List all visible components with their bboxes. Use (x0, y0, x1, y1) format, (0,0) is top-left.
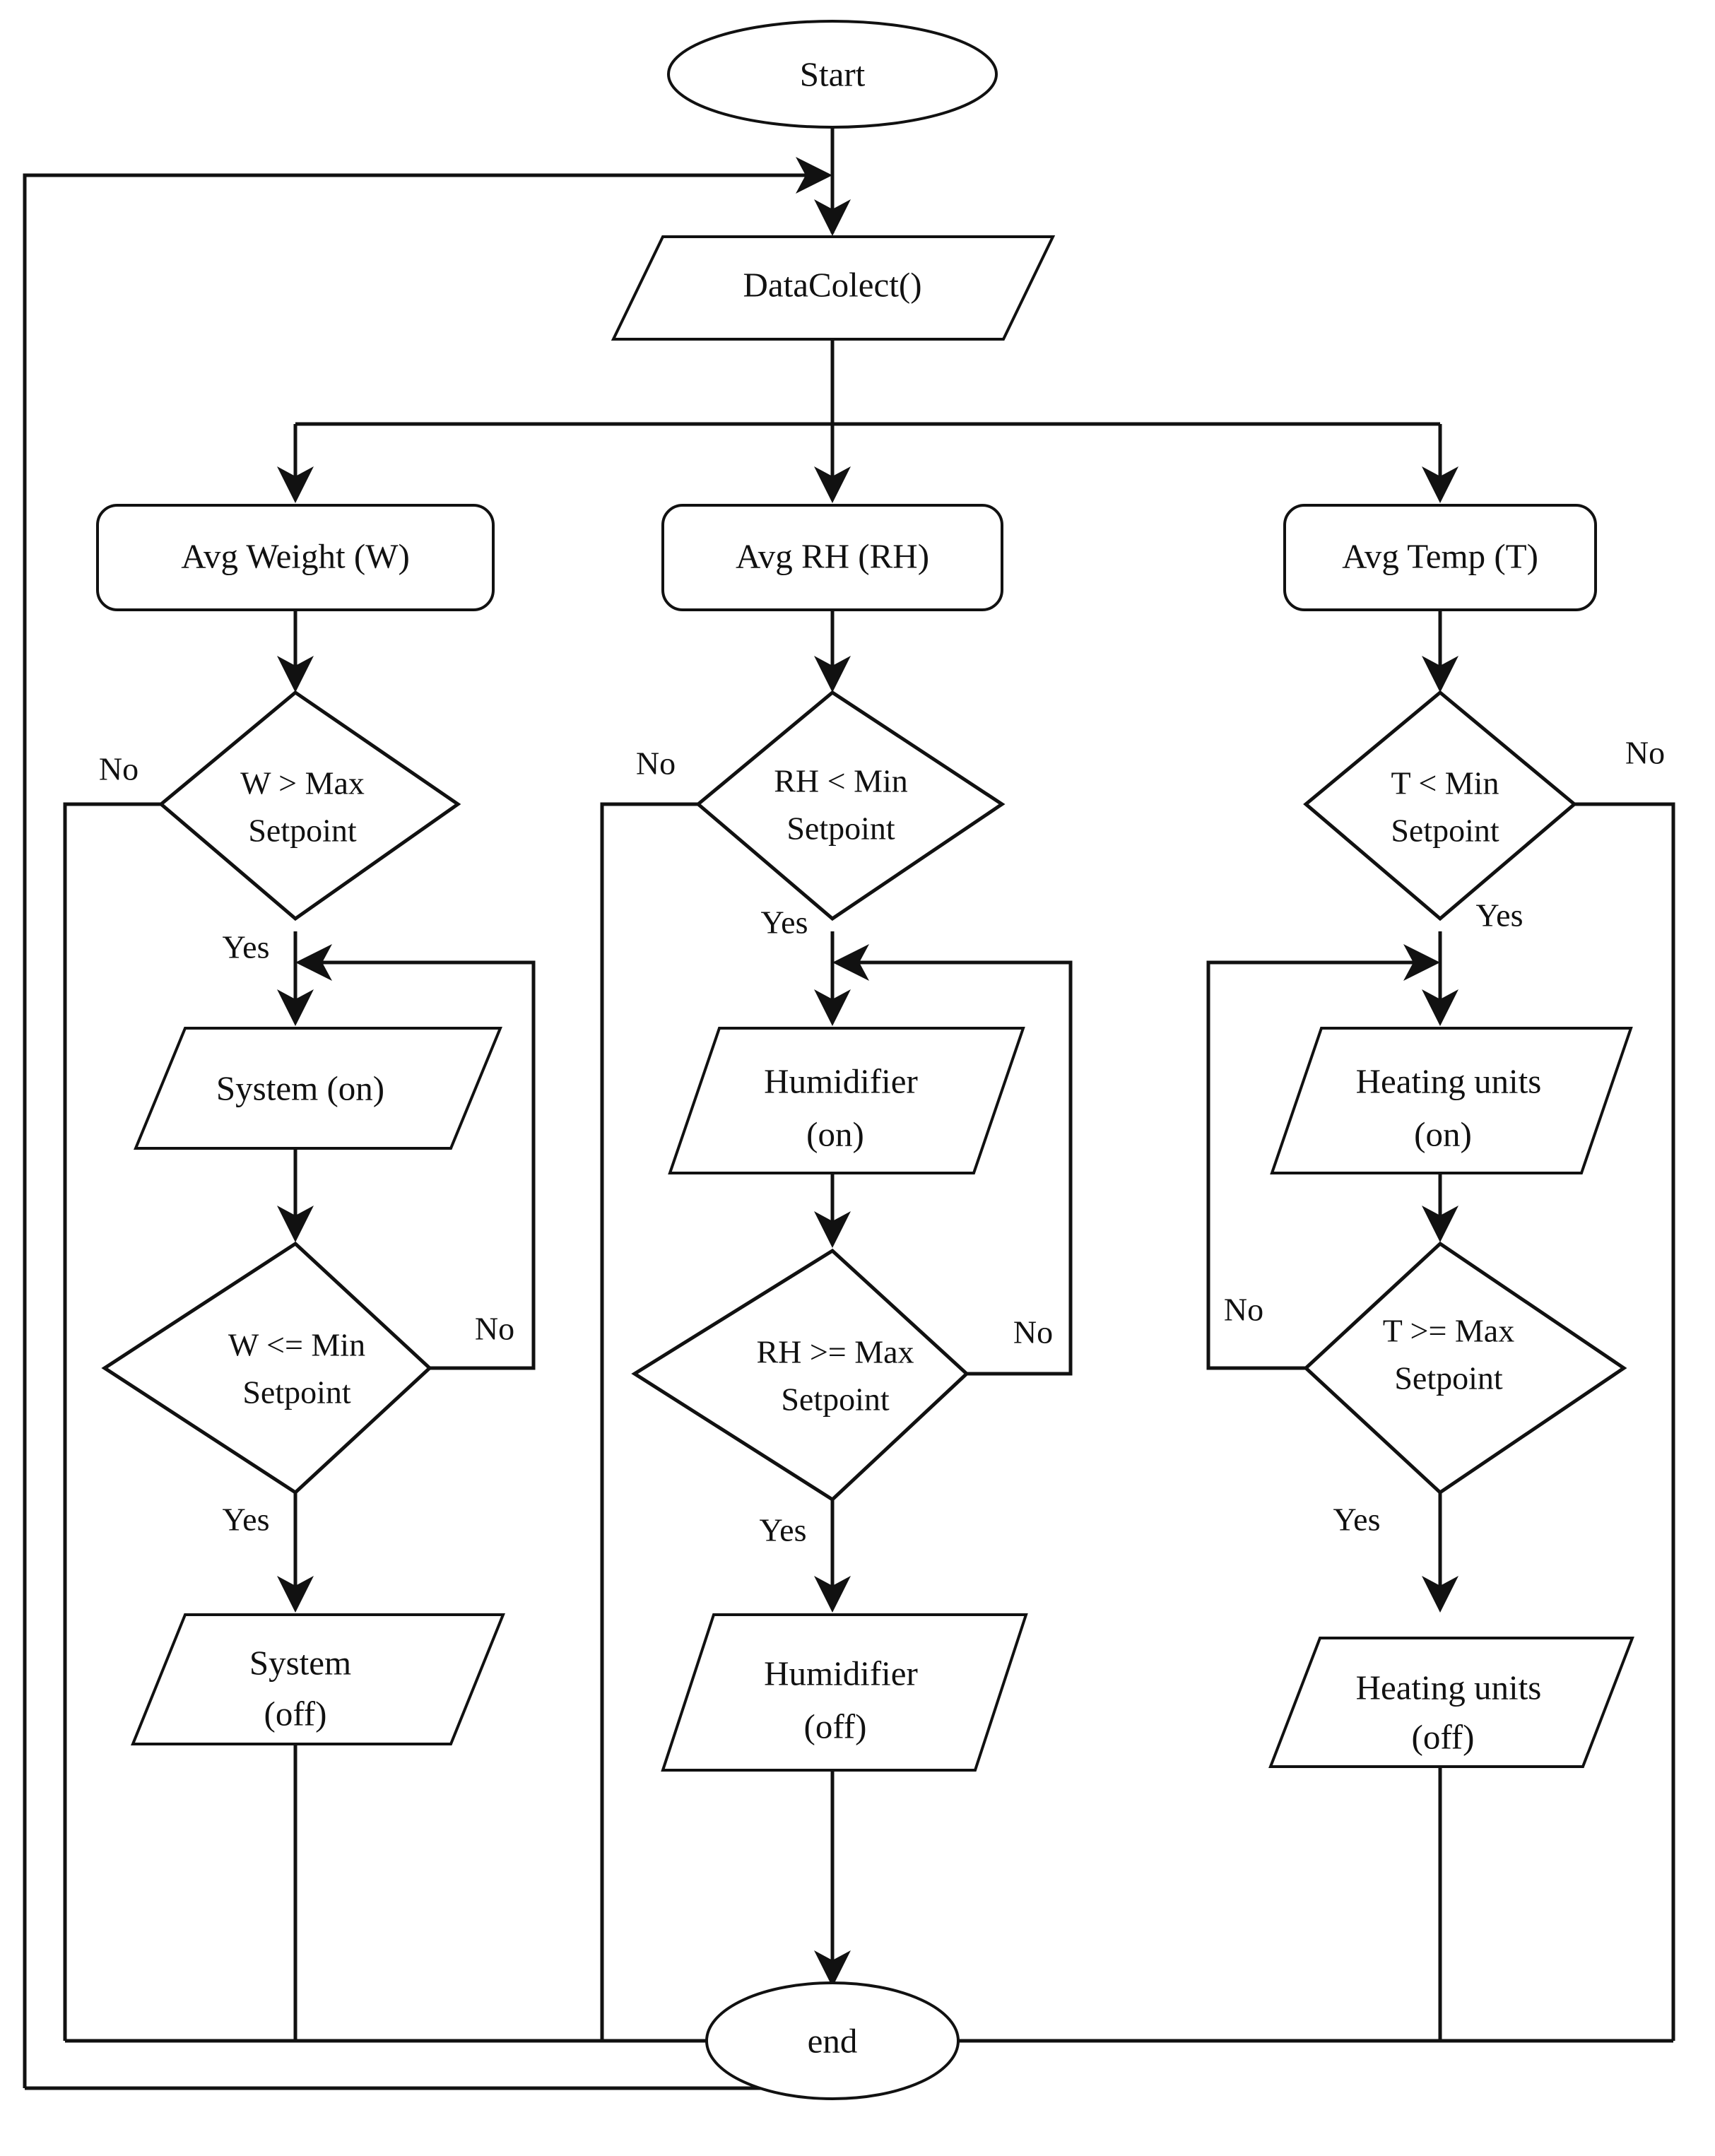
arrowhead-tgemax-no-loop (1403, 944, 1440, 981)
node-heating-off[interactable]: Heating units (off) (1268, 1637, 1634, 1768)
node-heating-on-line2: (on) (1414, 1114, 1472, 1153)
arrowhead-avgtemp-in (1422, 466, 1458, 503)
arrowhead-humidifieroff-in (814, 1576, 851, 1613)
edge-label-rh-ge-max-yes: Yes (760, 1512, 807, 1548)
edge-end-to-feedback (25, 2086, 835, 2097)
node-w-gt-max-line1: W > Max (240, 765, 365, 801)
arrowhead-avgweight-in (277, 466, 314, 503)
node-system-on[interactable]: System (on) (134, 1027, 502, 1150)
node-end-label: end (808, 2021, 858, 2060)
node-t-ge-max[interactable]: T >= Max Setpoint (1303, 1241, 1627, 1495)
edge-global-feedback-loop (23, 173, 813, 2088)
node-humidifier-off[interactable]: Humidifier (off) (661, 1613, 1028, 1772)
edge-rhltmin-no (600, 802, 698, 2041)
edge-wgtmax-no (63, 802, 161, 2041)
node-system-off-line1: System (249, 1643, 351, 1682)
arrowhead-heatingon-in (1422, 989, 1458, 1026)
node-rh-lt-min[interactable]: RH < Min Setpoint (695, 690, 1006, 921)
edge-label-w-le-min-no: No (475, 1311, 514, 1347)
edge-label-w-gt-max-no: No (99, 751, 139, 787)
edge-label-w-gt-max-yes: Yes (223, 929, 270, 965)
edge-rhgemax-no-loop (852, 960, 1073, 1376)
edge-label-t-lt-min-no: No (1625, 735, 1665, 771)
edge-label-t-ge-max-no: No (1224, 1292, 1263, 1328)
node-avg-weight[interactable]: Avg Weight (W) (96, 504, 495, 611)
arrowhead-systemon-in (277, 989, 314, 1026)
edge-label-rh-ge-max-no: No (1013, 1314, 1053, 1350)
node-data-collect-label: DataColect() (743, 265, 921, 304)
arrowhead-wlemin-in (277, 1206, 314, 1242)
arrowhead-humidifieron-in (814, 989, 851, 1026)
arrowhead-end-top-in (814, 1950, 851, 1987)
arrowhead-systemoff-in (277, 1576, 314, 1613)
arrowhead-heatingoff-in (1422, 1576, 1458, 1613)
node-heating-on[interactable]: Heating units (on) (1270, 1027, 1633, 1174)
edge-label-w-le-min-yes: Yes (223, 1502, 270, 1538)
edge-label-rh-lt-min-no: No (636, 746, 676, 782)
node-rh-ge-max-line2: Setpoint (781, 1382, 890, 1418)
node-avg-temp-label: Avg Temp (T) (1342, 536, 1538, 575)
edge-label-rh-lt-min-yes: Yes (761, 905, 808, 941)
node-rh-ge-max-line1: RH >= Max (756, 1334, 914, 1370)
edge-wleminmin-no-loop (315, 960, 536, 1370)
node-rh-lt-min-line1: RH < Min (774, 763, 908, 799)
node-w-le-min-line1: W <= Min (228, 1327, 365, 1363)
node-t-ge-max-line2: Setpoint (1394, 1360, 1503, 1396)
node-t-lt-min-line1: T < Min (1391, 765, 1499, 801)
node-end[interactable]: end (705, 1981, 960, 2100)
node-heating-off-line1: Heating units (1356, 1668, 1542, 1707)
node-heating-on-line1: Heating units (1356, 1061, 1542, 1100)
edge-label-t-lt-min-yes: Yes (1476, 897, 1524, 933)
node-rh-ge-max[interactable]: RH >= Max Setpoint (631, 1248, 970, 1502)
node-t-lt-min[interactable]: T < Min Setpoint (1303, 690, 1577, 921)
node-heating-off-line2: (off) (1412, 1717, 1475, 1756)
node-avg-temp[interactable]: Avg Temp (T) (1283, 504, 1597, 611)
node-humidifier-on-line2: (on) (806, 1114, 864, 1153)
node-t-ge-max-line1: T >= Max (1383, 1313, 1514, 1349)
arrowhead-global-feedback (796, 157, 832, 194)
node-w-gt-max[interactable]: W > Max Setpoint (158, 690, 461, 921)
node-w-le-min-line2: Setpoint (242, 1374, 351, 1410)
node-humidifier-on[interactable]: Humidifier (on) (668, 1027, 1025, 1174)
edge-tgemax-no-loop (1206, 960, 1420, 1370)
arrowhead-rhltmin-in (814, 656, 851, 693)
node-humidifier-on-line1: Humidifier (764, 1061, 918, 1100)
node-rh-lt-min-line2: Setpoint (786, 811, 895, 847)
arrowhead-wlemin-no-loop (295, 944, 332, 981)
arrowhead-wgtmax-in (277, 656, 314, 693)
node-w-le-min[interactable]: W <= Min Setpoint (101, 1241, 432, 1495)
edge-label-t-ge-max-yes: Yes (1333, 1502, 1381, 1538)
arrowhead-rhgemax-in (814, 1211, 851, 1248)
arrowhead-rhgemax-no-loop (832, 944, 869, 981)
arrowhead-tltmin-in (1422, 656, 1458, 693)
node-avg-rh-label: Avg RH (RH) (736, 536, 929, 575)
node-humidifier-off-line1: Humidifier (764, 1654, 918, 1692)
node-humidifier-off-line2: (off) (804, 1707, 867, 1745)
node-start-label: Start (800, 54, 866, 93)
node-avg-weight-label: Avg Weight (W) (181, 536, 410, 575)
node-system-on-line1: System (on) (216, 1068, 384, 1107)
node-t-lt-min-line2: Setpoint (1391, 813, 1499, 849)
node-system-off[interactable]: System (off) (131, 1613, 505, 1745)
arrowhead-tgemax-in (1422, 1206, 1458, 1242)
arrowhead-datacollect-in (814, 199, 851, 236)
edge-tltmin-no (1574, 802, 1675, 2041)
node-w-gt-max-line2: Setpoint (248, 813, 357, 849)
node-data-collect[interactable]: DataColect() (611, 235, 1056, 341)
node-start[interactable]: Start (667, 20, 998, 129)
arrowhead-avgrh-in (814, 466, 851, 503)
node-avg-rh[interactable]: Avg RH (RH) (661, 504, 1003, 611)
node-system-off-line2: (off) (264, 1694, 327, 1733)
